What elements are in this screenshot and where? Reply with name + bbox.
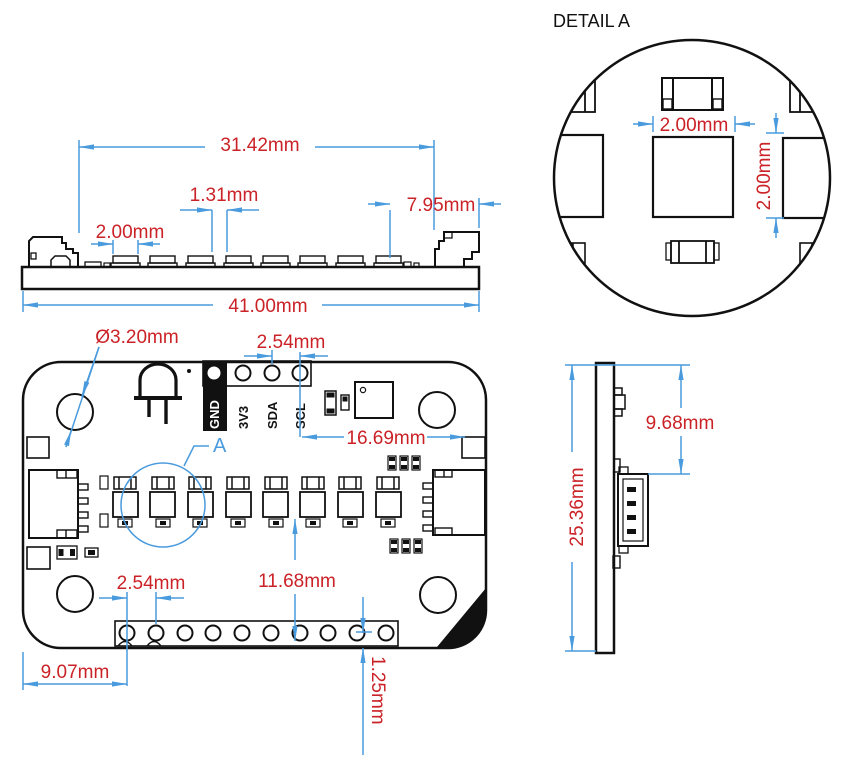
passive-component <box>324 390 350 416</box>
top-view: GND 3V3 SDA SCL <box>21 327 488 755</box>
edge-pad <box>26 436 50 459</box>
mounting-hole <box>56 393 94 431</box>
dim-offset: 7.95mm <box>368 195 501 258</box>
edge-pad <box>26 546 51 570</box>
detail-dim-width-label: 2.00mm <box>660 115 729 136</box>
left-connector <box>28 469 89 539</box>
header-hole <box>263 364 281 382</box>
led-row-profile <box>110 255 404 268</box>
detail-callout-label: A <box>213 435 227 457</box>
dim-span: 31.42mm <box>78 135 435 233</box>
led-array <box>99 475 402 528</box>
dim-pitch-bottom: 2.54mm <box>99 573 185 686</box>
pcb-edge-profile <box>20 265 481 291</box>
smd-pad-profile <box>413 262 420 268</box>
led-package <box>651 135 735 219</box>
right-connector-detail <box>444 232 453 239</box>
smd-bump <box>612 555 621 569</box>
dim-left-offset: 9.07mm <box>22 652 128 690</box>
dim-span-label: 31.42mm <box>220 135 299 156</box>
detail-boundary-circle <box>552 38 832 318</box>
dim-hole-diameter: Ø3.20mm <box>64 327 179 448</box>
dim-pad-label: 2.00mm <box>96 222 165 243</box>
pin-label-3v3: 3V3 <box>236 406 251 429</box>
passive-cluster-bottom <box>389 538 423 554</box>
smd-pad-profile <box>103 262 111 268</box>
bottom-header <box>114 620 399 647</box>
dim-connector-offset-label: 9.68mm <box>646 413 715 434</box>
detail-contents <box>554 77 830 264</box>
passive-cluster-top <box>387 455 421 471</box>
header-hole <box>204 624 222 642</box>
smd-pad-profile <box>84 261 102 268</box>
dim-board-height-label: 25.36mm <box>567 467 588 546</box>
right-connector-profile <box>434 231 480 268</box>
right-led-package <box>781 136 830 220</box>
smd-bump <box>613 458 621 473</box>
dim-bottom-offset-label: 1.25mm <box>367 656 388 725</box>
small-components <box>56 545 99 560</box>
dim-pitch-top: 2.54mm <box>244 332 328 437</box>
left-led-package <box>554 133 605 219</box>
smd-pad-profile <box>403 261 412 268</box>
dim-board-height: 25.36mm <box>565 364 690 652</box>
front-elevation-view: 31.42mm 1.31mm 2.00mm 7.95mm <box>20 135 501 317</box>
detail-dim-width: 2.00mm <box>633 115 755 136</box>
dim-connector-offset: 9.68mm <box>646 364 715 475</box>
pin-label-sda: SDA <box>265 401 280 429</box>
dim-offset-label: 7.95mm <box>407 195 476 216</box>
header-hole <box>147 624 165 642</box>
detail-callout: A <box>120 435 227 548</box>
led-silkscreen-icon <box>134 362 182 424</box>
pin-label-gnd: GND <box>207 400 222 429</box>
dim-mid-vertical: 11.68mm <box>258 518 336 642</box>
right-connector <box>422 469 486 536</box>
top-component-profile <box>613 387 626 417</box>
dim-bottom-offset: 1.25mm <box>356 597 388 755</box>
bottom-component <box>665 240 720 264</box>
dim-mid-label: 11.68mm <box>258 571 336 592</box>
header-hole <box>205 364 223 382</box>
header-hole <box>176 624 194 642</box>
header-hole <box>319 624 337 642</box>
mounting-hole <box>418 391 456 429</box>
detail-dim-height-label: 2.00mm <box>754 142 775 211</box>
dim-gap-label: 1.31mm <box>190 185 259 206</box>
dim-left-offset-label: 9.07mm <box>41 662 110 683</box>
dim-hole-label: Ø3.20mm <box>95 327 178 348</box>
dim-gap: 1.31mm <box>180 185 259 252</box>
header-hole <box>262 624 280 642</box>
detail-dim-height: 2.00mm <box>754 113 784 238</box>
top-header: GND 3V3 SDA SCL <box>202 360 312 431</box>
side-elevation-view: 25.36mm 9.68mm <box>565 361 715 655</box>
mounting-hole <box>419 576 457 614</box>
header-hole <box>377 624 395 642</box>
dim-right-offset: 16.69mm <box>301 428 466 449</box>
dim-total-label: 41.00mm <box>228 296 307 317</box>
ic-chip <box>354 381 394 419</box>
silkscreen-dot <box>187 369 191 373</box>
pcb-edge-profile-vertical <box>594 361 616 655</box>
connector-profile <box>617 466 649 554</box>
top-component <box>661 77 724 111</box>
dim-pad: 2.00mm <box>91 222 164 254</box>
dim-right-offset-label: 16.69mm <box>346 428 425 449</box>
detail-a-view: DETAIL A <box>552 11 832 318</box>
header-hole <box>233 624 251 642</box>
corner-chamfer-mark <box>437 588 486 648</box>
detail-title: DETAIL A <box>553 11 630 31</box>
header-hole <box>234 364 252 382</box>
left-connector-profile <box>28 236 79 268</box>
dim-total: 41.00mm <box>22 291 480 317</box>
dim-pitch-top-label: 2.54mm <box>257 332 326 353</box>
edge-pad <box>461 436 486 459</box>
dim-pitch-bottom-label: 2.54mm <box>117 573 186 594</box>
mounting-hole <box>56 575 94 613</box>
